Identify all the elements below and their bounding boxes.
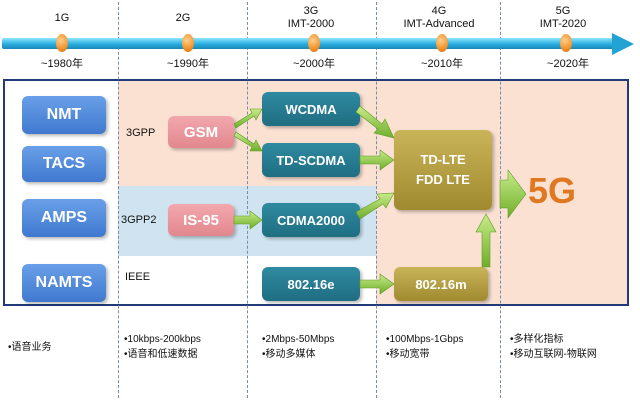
year-label-2000: ~2000年 (293, 58, 335, 70)
feature-2g-line2: •语音和低速数据 (124, 349, 198, 360)
feature-1g-line1: •语音业务 (8, 342, 52, 353)
arrow-80216e-80216m (359, 273, 395, 295)
gen-standard-4g: IMT-Advanced (403, 18, 475, 30)
org-ieee: IEEE (125, 271, 151, 283)
gen-label-4g: 4G (431, 5, 447, 17)
system-td-scdma: TD-SCDMA (262, 143, 360, 177)
feature-2g-line1: •10kbps-200kbps (124, 334, 201, 345)
timeline-marker (308, 34, 320, 52)
arrow-wcdma-lte (355, 105, 395, 139)
column-divider (376, 2, 377, 398)
diagram-frame (3, 79, 629, 306)
system-802-16e: 802.16e (262, 267, 360, 301)
gen-label-2g: 2G (175, 12, 191, 24)
year-label-1980: ~1980年 (41, 58, 83, 70)
fifth-gen-label: 5G (528, 170, 577, 211)
timeline-marker (436, 34, 448, 52)
org-3gpp: 3GPP (126, 127, 156, 139)
system-802-16m: 802.16m (394, 267, 488, 301)
arrow-gsm-tdscdma (233, 131, 263, 152)
year-label-1990: ~1990年 (167, 58, 209, 70)
timeline-arrowhead (612, 33, 634, 55)
org-3gpp2: 3GPP2 (121, 214, 157, 226)
arrow-lte-5g (499, 169, 527, 219)
column-divider (118, 2, 119, 398)
timeline-marker (560, 34, 572, 52)
system-namts: NAMTS (22, 264, 106, 302)
system-cdma2000: CDMA2000 (262, 203, 360, 237)
gen-label-5g: 5G (555, 5, 571, 17)
lte-label-td: TD-LTE (420, 152, 466, 167)
gen-label-1g: 1G (54, 12, 70, 24)
system-amps: AMPS (22, 199, 106, 237)
arrow-cdma2000-lte (355, 192, 395, 220)
system-lte: TD-LTE FDD LTE (394, 130, 492, 210)
feature-3g-line1: •2Mbps-50Mbps (262, 334, 335, 345)
arrow-is95-cdma2000 (233, 210, 263, 230)
year-label-2020: ~2020年 (547, 58, 589, 70)
system-gsm: GSM (168, 116, 234, 148)
gen-standard-3g: IMT-2000 (287, 18, 335, 30)
feature-4g-line1: •100Mbps-1Gbps (386, 334, 464, 345)
year-label-2010: ~2010年 (421, 58, 463, 70)
arrow-gsm-wcdma (233, 108, 263, 129)
system-tacs: TACS (22, 146, 106, 182)
timeline-marker (56, 34, 68, 52)
feature-3g-line2: •移动多媒体 (262, 349, 316, 360)
timeline-marker (182, 34, 194, 52)
system-wcdma: WCDMA (262, 92, 360, 126)
gen-label-3g: 3G (303, 5, 319, 17)
lte-label-fdd: FDD LTE (416, 172, 470, 187)
feature-4g-line2: •移动宽带 (386, 349, 430, 360)
column-divider (247, 2, 248, 398)
system-is95: IS-95 (168, 204, 234, 236)
feature-5g-line2: •移动互联网-物联网 (510, 349, 597, 360)
feature-5g-line1: •多样化指标 (510, 334, 564, 345)
arrow-tdscdma-lte (359, 149, 395, 171)
system-nmt: NMT (22, 96, 106, 134)
arrow-80216m-lte (475, 213, 497, 268)
gen-standard-5g: IMT-2020 (539, 18, 587, 30)
